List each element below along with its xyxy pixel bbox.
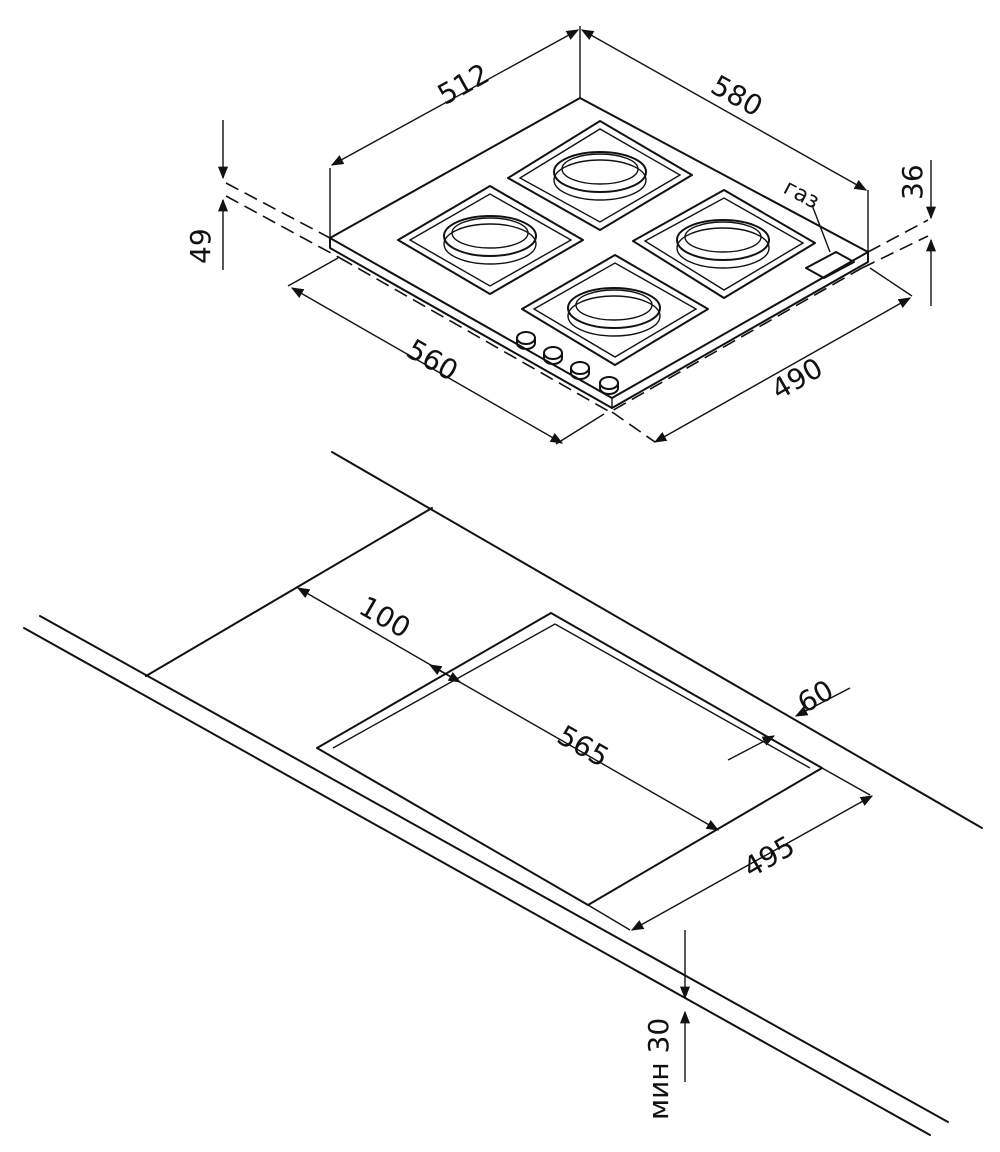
dim-100-label: 100: [353, 590, 416, 645]
dim-49: 49: [184, 120, 341, 270]
knob-1: [516, 331, 536, 350]
dim-49-label: 49: [184, 228, 217, 264]
countertop-front-top-edge: [23, 627, 931, 1136]
burner-right: [632, 189, 816, 299]
dim-512-label: 512: [432, 57, 495, 112]
dim-580-label: 580: [705, 68, 768, 123]
dim-580: 580: [580, 29, 869, 252]
countertop: [23, 451, 983, 1136]
cutout-inner-edge: [332, 623, 811, 769]
burner-left: [397, 185, 584, 295]
countertop-back-edge: [331, 451, 983, 829]
knob-3: [570, 361, 590, 380]
dim-36-label: 36: [896, 164, 929, 200]
burner-back: [507, 120, 693, 231]
knob-2: [543, 346, 563, 365]
dim-495-label: 495: [738, 829, 801, 884]
dim-560: 560: [287, 257, 605, 445]
countertop-front-bottom-edge: [39, 615, 949, 1123]
dim-60-label: 60: [792, 673, 839, 719]
dim-490: 490: [611, 267, 913, 443]
dim-min-30: мин 30: [642, 930, 691, 1120]
dim-36: 36: [861, 160, 937, 306]
countertop-side-edge: [145, 507, 433, 677]
gas-inlet: газ: [779, 175, 855, 279]
dim-490-label: 490: [766, 351, 829, 406]
dim-min-30-label: мин 30: [642, 1018, 675, 1120]
dim-495: 495: [587, 767, 874, 931]
dim-565: 565: [428, 664, 720, 831]
knob-4: [599, 376, 619, 395]
dim-560-label: 560: [401, 332, 464, 387]
